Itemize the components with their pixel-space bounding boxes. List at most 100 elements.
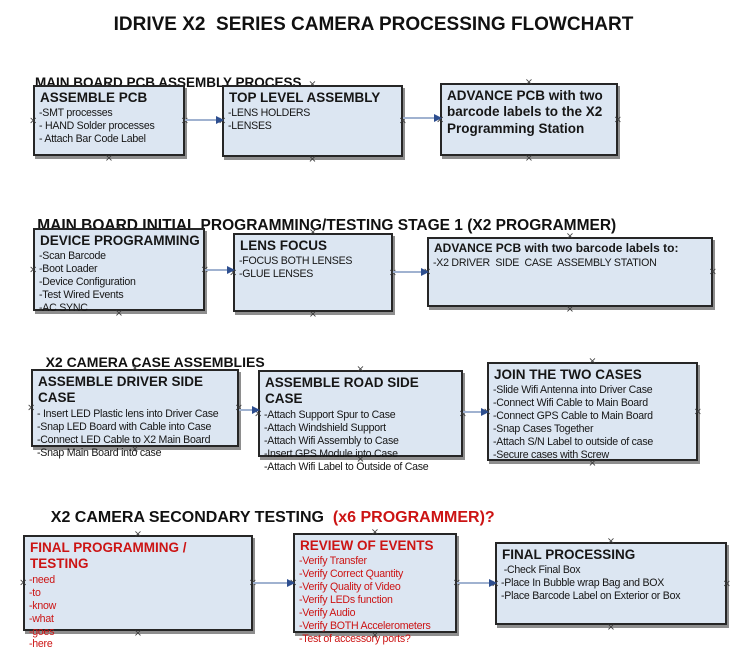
connection-point-icon: × xyxy=(356,364,365,375)
box-item: -Connect GPS Cable to Main Board xyxy=(493,410,653,423)
flow-box-review-of-events[interactable]: REVIEW OF EVENTS -Verify Transfer-Verify… xyxy=(289,528,461,645)
flow-box-final-processing[interactable]: FINAL PROCESSING -Check Final Box-Place … xyxy=(491,537,731,633)
flow-box-top-level-assembly[interactable]: TOP LEVEL ASSEMBLY -LENS HOLDERS-LENSES … xyxy=(218,80,407,165)
box-item: -FOCUS BOTH LENSES xyxy=(239,255,353,268)
box-title: JOIN THE TWO CASES xyxy=(494,367,642,382)
box-item: -Slide Wifi Antenna into Driver Case xyxy=(493,384,653,397)
box-title: ASSEMBLE ROAD SIDE CASE xyxy=(265,375,423,407)
connection-point-icon: × xyxy=(133,628,143,639)
connection-point-icon: × xyxy=(722,578,731,589)
box-title: TOP LEVEL ASSEMBLY xyxy=(229,90,381,105)
connector-arrow[interactable] xyxy=(185,116,224,124)
connection-point-icon: × xyxy=(370,527,380,538)
box-items: -FOCUS BOTH LENSES-GLUE LENSES xyxy=(235,254,391,281)
box-item: -Test of accessory ports? xyxy=(299,632,411,645)
box-title: FINAL PROGRAMMING / TESTING xyxy=(30,540,191,572)
box-item: -goes xyxy=(29,625,55,638)
section-heading-accent: (x6 PROGRAMMER)? xyxy=(332,509,495,526)
connector-arrow[interactable] xyxy=(239,406,260,414)
connection-point-icon: × xyxy=(181,116,189,126)
box-item: -Attach S/N Label to outside of case xyxy=(493,436,654,449)
arrow-head-icon xyxy=(481,408,489,416)
box-item: -X2 DRIVER SIDE CASE ASSEMBLY STATION xyxy=(433,256,657,269)
box-items: -LENS HOLDERS-LENSES xyxy=(224,106,401,133)
flow-box-lens-focus[interactable]: LENS FOCUS -FOCUS BOTH LENSES-GLUE LENSE… xyxy=(229,228,397,320)
connector-arrow[interactable] xyxy=(463,408,489,416)
box-item: -Connect LED Cable to X2 Main Board xyxy=(37,433,211,446)
connection-point-icon: × xyxy=(201,265,209,275)
connection-point-icon: × xyxy=(708,266,717,278)
box-item: -Verify Quality of Video xyxy=(299,581,401,594)
box-item: -Attach Wifi Label to Outside of Case xyxy=(264,460,429,473)
box-item: -SMT processes xyxy=(39,107,113,120)
connection-point-icon: × xyxy=(458,408,467,419)
flow-box-device-programming[interactable]: DEVICE PROGRAMMING -Scan Barcode-Boot Lo… xyxy=(29,223,209,319)
connection-point-icon: × xyxy=(19,577,28,589)
connection-point-icon: × xyxy=(308,309,318,320)
arrow-head-icon xyxy=(227,266,235,274)
connection-point-icon: × xyxy=(613,114,622,125)
box-title: ASSEMBLE DRIVER SIDE CASE xyxy=(38,374,207,406)
connection-point-icon: × xyxy=(29,115,38,126)
box-items: -X2 DRIVER SIDE CASE ASSEMBLY STATION xyxy=(429,256,711,270)
box-item: -Scan Barcode xyxy=(39,250,106,263)
box-item: -Boot Loader xyxy=(39,263,98,276)
box-item: -GLUE LENSES xyxy=(239,268,314,281)
connection-point-icon: × xyxy=(588,458,597,469)
flow-box-assemble-pcb[interactable]: ASSEMBLE PCB -SMT processes- HAND Solder… xyxy=(29,80,189,164)
box-item: -Device Configuration xyxy=(39,276,136,289)
box-item: -LENS HOLDERS xyxy=(228,107,311,120)
connection-point-icon: × xyxy=(308,154,317,165)
connection-point-icon: × xyxy=(114,222,124,233)
connector-arrow[interactable] xyxy=(205,266,235,274)
connection-point-icon: × xyxy=(130,444,140,455)
box-item: -Place In Bubble wrap Bag and BOX xyxy=(501,577,665,590)
arrow-head-icon xyxy=(287,579,295,587)
box-item: -Test Wired Events xyxy=(39,289,124,302)
flow-box-assemble-road-side[interactable]: ASSEMBLE ROAD SIDE CASE -Attach Support … xyxy=(254,365,467,473)
arrow-head-icon xyxy=(252,406,260,414)
connection-point-icon: × xyxy=(453,578,461,588)
connection-point-icon: × xyxy=(308,227,318,238)
box-items: - Insert LED Plastic lens into Driver Ca… xyxy=(33,407,237,460)
box-item: -Check Final Box xyxy=(501,564,581,577)
box-item: -Attach Windshield Support xyxy=(264,421,386,434)
box-title: ADVANCE PCB with two barcode labels to: xyxy=(434,241,679,255)
box-item: -Verify Transfer xyxy=(299,555,367,568)
box-item: -Attach Support Spur to Case xyxy=(264,408,396,421)
box-items: -Verify Transfer-Verify Correct Quantity… xyxy=(295,554,455,645)
connection-point-icon: × xyxy=(370,630,380,641)
connector-arrow[interactable] xyxy=(457,579,497,587)
box-items: -Attach Support Spur to Case-Attach Wind… xyxy=(260,408,461,474)
arrow-head-icon xyxy=(434,114,442,122)
connector-arrow[interactable] xyxy=(403,114,442,122)
box-title: LENS FOCUS xyxy=(240,238,328,253)
connection-point-icon: × xyxy=(524,153,534,164)
box-item: -AC SYNC xyxy=(39,302,88,315)
connection-point-icon: × xyxy=(565,304,575,315)
connection-point-icon: × xyxy=(234,402,243,414)
box-title: ADVANCE PCB with two barcode labels to t… xyxy=(447,88,607,136)
connection-point-icon: × xyxy=(588,356,597,367)
connection-point-icon: × xyxy=(27,402,36,414)
connector-arrow[interactable] xyxy=(393,268,429,276)
connection-point-icon: × xyxy=(398,115,407,127)
connector-arrow[interactable] xyxy=(253,579,295,587)
connection-point-icon: × xyxy=(130,363,140,374)
arrow-head-icon xyxy=(216,116,224,124)
flow-box-assemble-driver-side[interactable]: ASSEMBLE DRIVER SIDE CASE - Insert LED P… xyxy=(27,364,243,459)
flow-box-advance-pcb-driver[interactable]: ADVANCE PCB with two barcode labels to: … xyxy=(423,232,717,315)
box-item: -Secure cases with Screw xyxy=(493,449,609,461)
box-items: -Slide Wifi Antenna into Driver Case -Con… xyxy=(489,383,696,461)
box-item: - HAND Solder processes xyxy=(39,120,155,133)
box-item: -Verify Correct Quantity xyxy=(299,568,404,581)
box-title: REVIEW OF EVENTS xyxy=(300,538,434,553)
box-items: -need-to-know-what-goes-here xyxy=(25,573,251,651)
box-item: -Snap Main Board into case xyxy=(37,446,162,459)
box-item: -Attach Wifi Assembly to Case xyxy=(264,434,399,447)
flow-box-advance-pcb-station[interactable]: ADVANCE PCB with two barcode labels to t… xyxy=(436,78,622,164)
section-heading-case-assemblies: X2 CAMERA CASE ASSEMBLIES xyxy=(30,338,265,386)
flow-box-final-programming[interactable]: FINAL PROGRAMMING / TESTING -need-to-kno… xyxy=(19,530,257,651)
flow-box-join-two-cases[interactable]: JOIN THE TWO CASES -Slide Wifi Antenna i… xyxy=(483,357,702,469)
box-item: -what xyxy=(29,612,54,625)
